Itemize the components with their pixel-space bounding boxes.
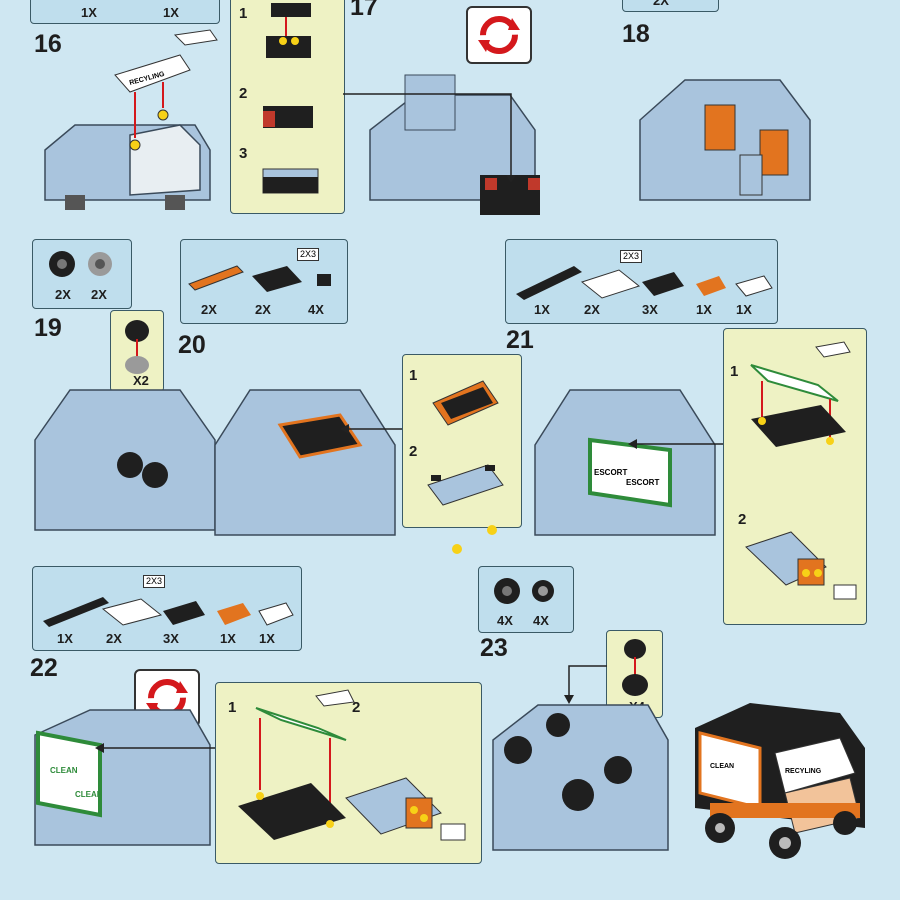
qty-label: 1X: [220, 631, 236, 646]
qty-label: 1X: [163, 5, 179, 20]
substep-number: 1: [730, 363, 739, 380]
substep-number: 2: [738, 511, 747, 528]
arrow-icon: [340, 424, 402, 434]
qty-label: 3X: [163, 631, 179, 646]
model-illustration: [214, 389, 396, 536]
qty-label: 2X: [584, 302, 600, 317]
substep-number: 2: [409, 443, 418, 460]
model-illustration: ESCORT ESCORT: [534, 389, 716, 536]
qty-label: 1X: [81, 5, 97, 20]
qty-label: 2X: [653, 0, 669, 8]
qty-label: 1X: [736, 302, 752, 317]
sticker-text: ESCORT: [626, 478, 659, 487]
sticker-text: CLEAN: [710, 763, 734, 770]
substep-number: 2: [239, 85, 248, 102]
plate-icon: [188, 265, 331, 292]
partlist-top-right: 2X: [622, 0, 719, 12]
qty-label: 2X: [91, 287, 107, 302]
model-illustration: CLEAN CLEAN: [34, 709, 211, 846]
model-illustration: [639, 79, 811, 201]
sticker-text: RECYLING: [785, 768, 822, 775]
substep-number: 2: [352, 699, 361, 716]
dimension-tag: 2X3: [620, 250, 643, 263]
sticker-text: CLEAN: [50, 766, 78, 775]
substep-number: 3: [239, 145, 248, 162]
arrow-icon: [343, 93, 516, 183]
qty-label: X2: [133, 373, 149, 388]
qty-label: 1X: [259, 631, 275, 646]
partlist-step19: 2X 2X: [32, 239, 132, 309]
qty-label: 1X: [696, 302, 712, 317]
callout-19: X2: [110, 310, 164, 392]
qty-label: 4X: [308, 302, 324, 317]
brick-illustration: [427, 380, 504, 506]
step-number: 22: [30, 654, 58, 682]
plate-icon: [43, 597, 294, 627]
brick-illustration: [262, 3, 319, 194]
model-illustration: [34, 389, 216, 531]
substep-panel-20: 1 2: [402, 354, 522, 528]
tire-icon: [494, 578, 554, 604]
wheel-icon: [622, 639, 648, 696]
substep-number: 1: [239, 5, 248, 22]
brick-illustration: [745, 341, 857, 600]
step-number: 20: [178, 331, 206, 359]
qty-label: 3X: [642, 302, 658, 317]
partlist-step22: 2X3 1X 2X 3X 1X 1X: [32, 566, 302, 651]
final-model-illustration: CLEAN RECYLING: [695, 703, 865, 859]
arrow-icon: [95, 743, 215, 753]
callout-23: X4: [606, 630, 663, 718]
plate-icon: [516, 266, 773, 300]
qty-label: 4X: [533, 613, 549, 628]
sticker-text: CLEAN: [75, 790, 103, 799]
substep-panel-21: 1 2: [723, 328, 867, 625]
step-number: 18: [622, 20, 650, 48]
qty-label: 2X: [106, 631, 122, 646]
qty-label: 1X: [534, 302, 550, 317]
qty-label: 2X: [255, 302, 271, 317]
model-illustration: RECYLING: [44, 29, 218, 210]
substep-panel-17: 1 2 3: [230, 0, 345, 214]
wheel-icon: [125, 320, 149, 374]
stud-dot: [452, 525, 497, 554]
substep-panel-22: 1 2: [215, 682, 482, 864]
step-number: 17: [350, 0, 378, 21]
arrow-icon: [628, 439, 726, 449]
tire-icon: [49, 251, 112, 277]
step-number: 21: [506, 326, 534, 354]
partlist-step21: 2X3 1X 2X 3X 1X 1X: [505, 239, 778, 324]
partlist-step23: 4X 4X: [478, 566, 574, 633]
brick-illustration: [238, 689, 466, 841]
step-number: 23: [480, 634, 508, 662]
qty-label: 2X: [55, 287, 71, 302]
qty-label: 4X: [497, 613, 513, 628]
sticker-text: ESCORT: [594, 468, 627, 477]
step-number: 19: [34, 314, 62, 342]
substep-number: 1: [409, 367, 418, 384]
qty-label: 1X: [57, 631, 73, 646]
step-number: 16: [34, 30, 62, 58]
rotate-model-icon: [466, 6, 532, 64]
arrow-icon: [564, 665, 607, 704]
model-illustration: [369, 74, 540, 215]
qty-label: 2X: [201, 302, 217, 317]
partlist-top-left: 1X 1X: [30, 0, 220, 24]
dimension-tag: 2X3: [143, 575, 166, 588]
substep-number: 1: [228, 699, 237, 716]
model-illustration: [492, 704, 669, 851]
partlist-step20: 2X3 2X 2X 4X: [180, 239, 348, 324]
dimension-tag: 2X3: [297, 248, 320, 261]
